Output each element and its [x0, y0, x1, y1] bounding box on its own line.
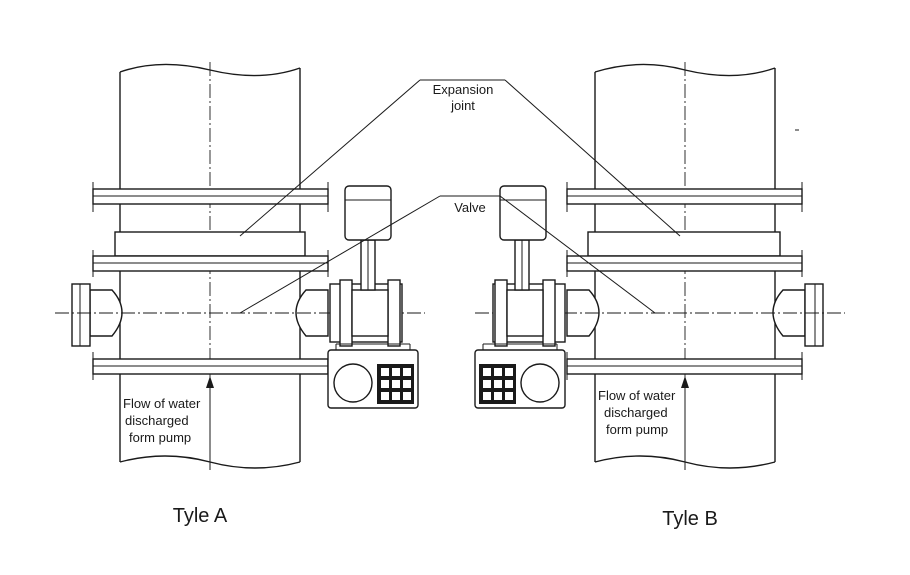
expansion-joint-leader-b: [504, 79, 681, 237]
keypad-grid-a: [377, 364, 414, 404]
valve-leader-a: [239, 195, 441, 314]
flow-label-b-line3: form pump: [606, 422, 668, 437]
valve-label: Valve: [454, 200, 486, 215]
leader-lines: [239, 79, 799, 314]
flow-label-a-line1: Flow of water: [123, 396, 201, 411]
type-b-caption: Tyle B: [662, 508, 718, 530]
gauge-circle-a: [333, 363, 373, 403]
valve-actuator-a: [344, 185, 392, 241]
assembly-type-a: [55, 62, 425, 470]
keypad-grid-b: [479, 364, 516, 404]
flow-label-b-line2: discharged: [604, 405, 668, 420]
side-flange-right-b: [804, 283, 824, 347]
valve-leader-b: [499, 195, 656, 314]
expansion-joint-b: [587, 231, 781, 257]
expansion-joint-label-2: joint: [450, 98, 475, 113]
flow-label-b-line1: Flow of water: [598, 388, 676, 403]
side-nozzle-left-b: [566, 289, 600, 337]
side-nozzle-right-a: [295, 289, 329, 337]
expansion-joint-leader-a: [239, 79, 421, 237]
flow-label-a-line2: discharged: [125, 413, 189, 428]
flow-label-a-line3: form pump: [129, 430, 191, 445]
expansion-joint-label-1: Expansion: [433, 82, 494, 97]
type-a-caption: Tyle A: [173, 505, 228, 527]
side-flange-left-a: [71, 283, 91, 347]
gauge-circle-b: [520, 363, 560, 403]
expansion-joint-a: [114, 231, 306, 257]
